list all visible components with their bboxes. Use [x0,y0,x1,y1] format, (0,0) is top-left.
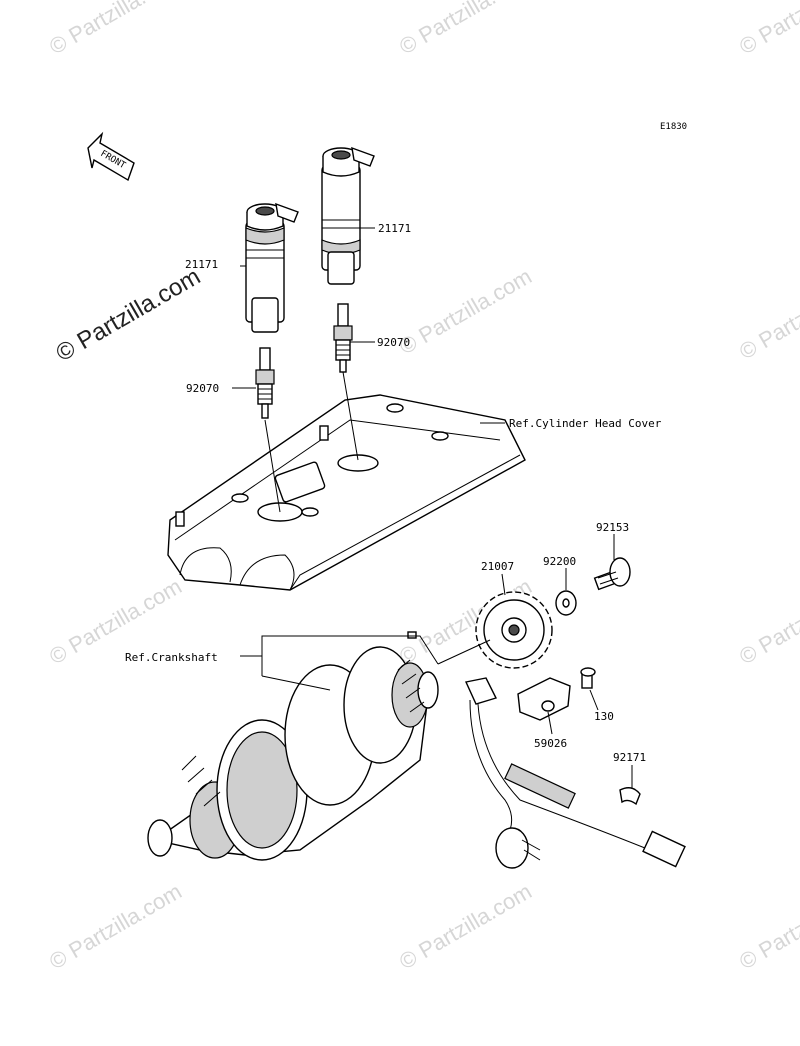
bolt-small [580,667,596,689]
watermark: © Partzilla.com [45,879,186,975]
front-arrow-icon: FRONT [87,131,135,182]
watermark: © Partzilla.com [735,574,800,670]
callout-coil-right: 21171 [378,222,411,235]
cylinder-head-cover [167,394,526,591]
watermark: © Partzilla.com [395,0,536,59]
callout-bolt-small: 130 [594,710,614,723]
callout-head-cover: Ref.Cylinder Head Cover [509,417,662,430]
crank-dowel [407,631,417,639]
clamp [619,787,641,806]
callout-crankshaft: Ref.Crankshaft [125,651,218,664]
leader-lines [232,227,633,788]
callout-clamp: 92171 [613,751,646,764]
leader-plug-left [264,419,281,513]
callout-coil-left: 21171 [185,258,218,271]
callout-bolt: 92153 [596,521,629,534]
watermark: © Partzilla.com [395,264,536,360]
watermark: © Partzilla.com [735,269,800,365]
ignition-coil-right [321,146,375,285]
crankshaft [147,646,439,861]
callout-washer: 92200 [543,555,576,568]
watermark: © Partzilla.com [395,879,536,975]
bolt [593,557,631,591]
callout-plug-right: 92070 [377,336,410,349]
callout-rotor: 21007 [481,560,514,573]
pickup-coil [464,677,686,869]
spark-plug-right [333,303,353,373]
callout-pickup-coil: 59026 [534,737,567,750]
watermark: © Partzilla.com [45,0,186,59]
watermark: © Partzilla.com [735,879,800,975]
callout-plug-left: 92070 [186,382,219,395]
watermark-prominent: © Partzilla.com [52,263,206,367]
spark-plug-left [255,347,275,419]
washer [555,590,577,616]
timing-rotor [475,591,553,669]
leader-plug-right [342,371,359,461]
diagram-code: E1830 [660,122,687,132]
ignition-coil-left [245,202,299,333]
watermark: © Partzilla.com [735,0,800,59]
